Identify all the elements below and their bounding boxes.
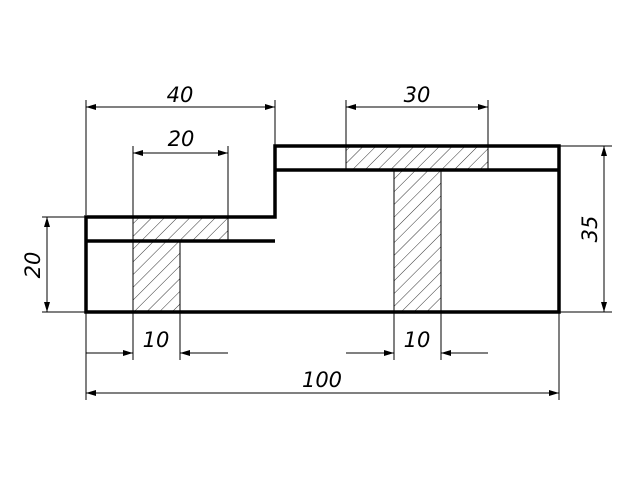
hole-edges [132,146,489,312]
dimension-lines [44,104,607,396]
dim-label-10-left: 10 [143,328,170,352]
right-hole-section [394,170,441,312]
dim-label-40: 40 [167,83,194,107]
dim-label-20-counterbore: 20 [168,127,195,151]
dimension-labels: 40 20 30 10 10 100 35 20 [21,83,602,392]
right-counterbore-section [346,146,488,170]
hatched-sections [133,146,488,312]
dim-label-100: 100 [302,368,342,392]
left-hole-section [133,241,180,312]
dim-label-20-height: 20 [21,252,45,279]
dim-label-30: 30 [404,83,431,107]
dim-label-10-right: 10 [404,328,431,352]
left-counterbore-section [133,217,228,241]
dim-label-35: 35 [578,216,602,243]
